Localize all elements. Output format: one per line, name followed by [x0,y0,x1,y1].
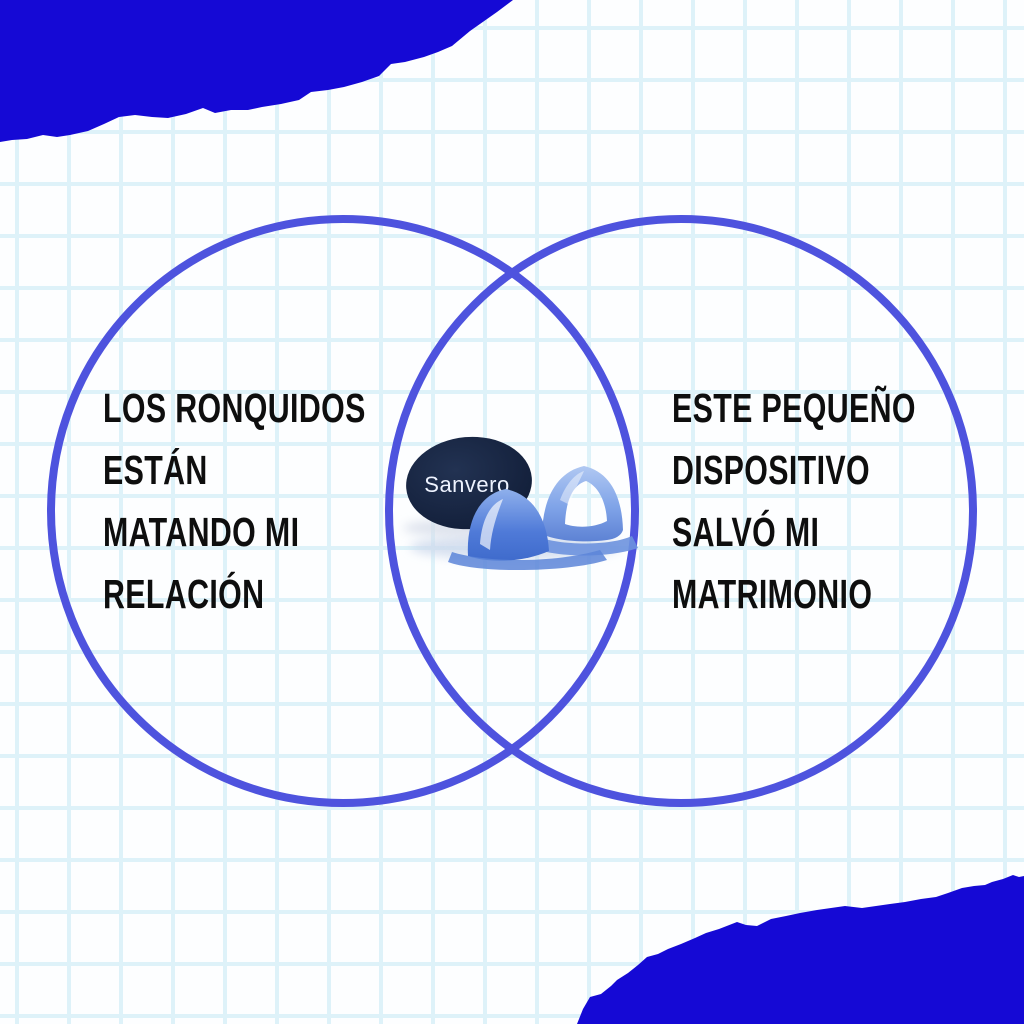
left-label-line-3: MATANDO MI [103,509,300,555]
venn-left-circle [47,215,639,807]
product-image: Sanvero [403,436,638,571]
right-circle-label: ESTE PEQUEÑO DISPOSITIVO SALVÓ MI MATRIM… [672,377,916,625]
nasal-vent-front-base [448,550,607,571]
left-circle-label: LOS RONQUIDOS ESTÁN MATANDO MI RELACIÓN [103,377,366,625]
left-label-line-4: RELACIÓN [103,571,265,617]
left-label-line-1: LOS RONQUIDOS [103,385,366,431]
venn-right-circle [385,215,977,807]
torn-paper-bottom-right [577,875,1024,1024]
right-label-line-1: ESTE PEQUEÑO [672,385,916,431]
nasal-vent-rear [542,466,623,542]
right-label-line-2: DISPOSITIVO [672,447,870,493]
right-label-line-3: SALVÓ MI [672,509,820,555]
vent-highlight-rear [560,471,584,505]
vent-highlight-front [480,499,503,550]
right-label-line-4: MATRIMONIO [672,571,873,617]
nasal-vent-rear-base [532,536,638,556]
left-label-line-2: ESTÁN [103,447,208,493]
torn-paper-top-left [0,0,513,142]
